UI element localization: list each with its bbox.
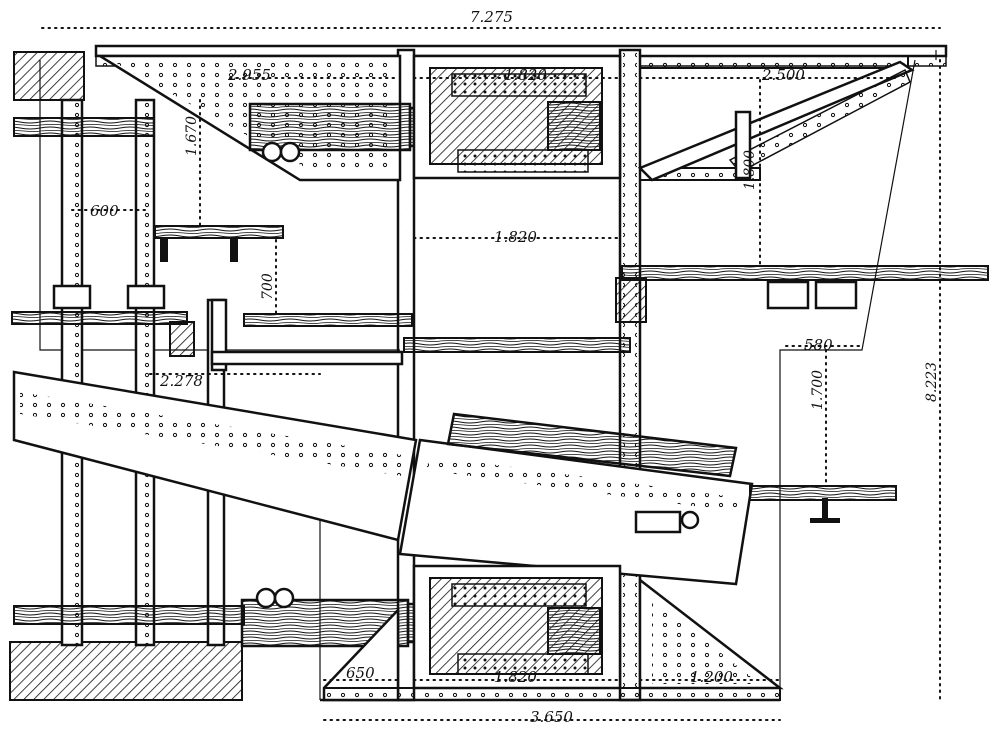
beam-center-mid [403,337,631,353]
clamp-1 [52,284,92,310]
beam-right-lower [749,485,897,501]
beam-left-mid [243,313,413,327]
dim-bottom-left-span: 650 [346,664,375,682]
bearing-block [615,277,647,323]
dim-top-right-span: 2.500 [761,66,805,84]
dim-total-height: 8.223 [924,362,940,402]
dim-bottom-width: 3.650 [530,708,573,726]
rod-middle [11,311,188,325]
column-center-right [618,48,642,702]
dim-overall-width: 7.275 [470,8,513,26]
dim-right-offset: 580 [804,336,833,354]
support-post [822,498,828,520]
dim-left-offset: 2.278 [159,372,203,390]
rod-top [13,117,155,137]
support-foot [810,518,840,523]
housing-bottom [412,564,622,690]
dim-top-center-span: 1.820 [504,66,547,84]
beam-upper-left [154,225,284,262]
inclined-girder [12,370,418,542]
dim-left-height: 1.670 [184,116,200,156]
dim-beam-gap: 700 [260,273,276,300]
left-post-1 [60,98,84,647]
bottom-braces [322,577,784,702]
masonry-block-bottom [9,641,243,701]
dim-column-spacing: 600 [90,202,119,220]
housing-top [412,54,622,180]
beam-right-long [621,265,989,281]
dim-middle-span: 1.820 [494,228,537,246]
dim-bottom-center-span: 1.820 [494,668,537,686]
clamp-2 [126,284,166,310]
dim-top-left-span: 2.955 [227,66,271,84]
dim-right-height: 1.700 [810,370,826,410]
dim-upper-right-height: 1.800 [742,150,758,190]
bracket-left [169,321,195,357]
plate-1 [766,280,810,310]
dim-bottom-right-span: 1.200 [690,668,733,686]
left-post-2 [134,98,156,647]
tipping-cradle [398,412,754,586]
plate-2 [814,280,858,310]
dimension-lines [41,27,941,721]
top-right-truss [637,55,915,182]
masonry-block-top [13,51,85,101]
pipe-horizontal [210,350,404,366]
rod-bottom [13,605,245,625]
